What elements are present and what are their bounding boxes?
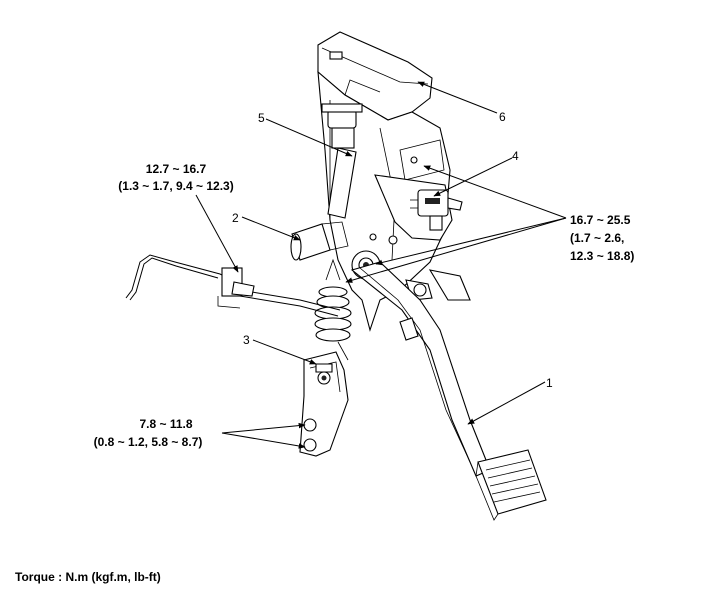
callout-3: 3 <box>243 333 250 347</box>
torque-c-conversion: (0.8 ~ 1.2, 5.8 ~ 8.7) <box>94 435 203 449</box>
torque-a-conversion: (1.3 ~ 1.7, 9.4 ~ 12.3) <box>118 179 233 193</box>
leader-6 <box>417 81 498 114</box>
damper-cylinder <box>290 221 349 261</box>
leader-3 <box>252 339 317 365</box>
torque-spec-a: 12.7 ~ 16.7 (1.3 ~ 1.7, 9.4 ~ 12.3) <box>118 162 233 193</box>
leader-2 <box>241 216 301 241</box>
callout-6: 6 <box>499 110 506 124</box>
pedal-pad <box>475 449 547 521</box>
callout-5: 5 <box>258 111 265 125</box>
leader-torque-b-1 <box>423 165 567 219</box>
torque-b-value: 16.7 ~ 25.5 <box>570 213 631 227</box>
pedal-assembly-drawing <box>125 31 547 521</box>
fluid-hose <box>125 254 341 317</box>
torque-b-conversion-1: (1.7 ~ 2.6, <box>570 231 624 245</box>
callout-1: 1 <box>546 376 553 390</box>
torque-spec-b: 16.7 ~ 25.5 (1.7 ~ 2.6, 12.3 ~ 18.8) <box>570 213 634 263</box>
leader-5 <box>265 118 353 157</box>
mount-bracket <box>299 341 349 457</box>
torque-spec-c: 7.8 ~ 11.8 (0.8 ~ 1.2, 5.8 ~ 8.7) <box>94 417 203 449</box>
leader-lines <box>195 81 567 449</box>
push-rod <box>321 103 363 219</box>
leader-torque-a <box>195 194 239 273</box>
leader-torque-c-2 <box>221 432 306 449</box>
leader-torque-c-1 <box>221 422 306 434</box>
leader-torque-b-2 <box>375 217 567 266</box>
callout-2: 2 <box>232 211 239 225</box>
torque-b-conversion-2: 12.3 ~ 18.8) <box>570 249 634 263</box>
callout-numbers: 1 2 3 4 5 6 <box>232 110 553 390</box>
clutch-switch <box>410 189 463 231</box>
leader-4 <box>433 157 513 197</box>
torque-a-value: 12.7 ~ 16.7 <box>146 162 207 176</box>
leader-torque-b-3 <box>345 217 567 283</box>
callout-4: 4 <box>512 149 519 163</box>
torque-units-note: Torque : N.m (kgf.m, lb-ft) <box>15 570 161 584</box>
leader-1 <box>467 381 546 425</box>
torque-c-value: 7.8 ~ 11.8 <box>139 417 192 431</box>
pedal-arm <box>350 261 491 477</box>
